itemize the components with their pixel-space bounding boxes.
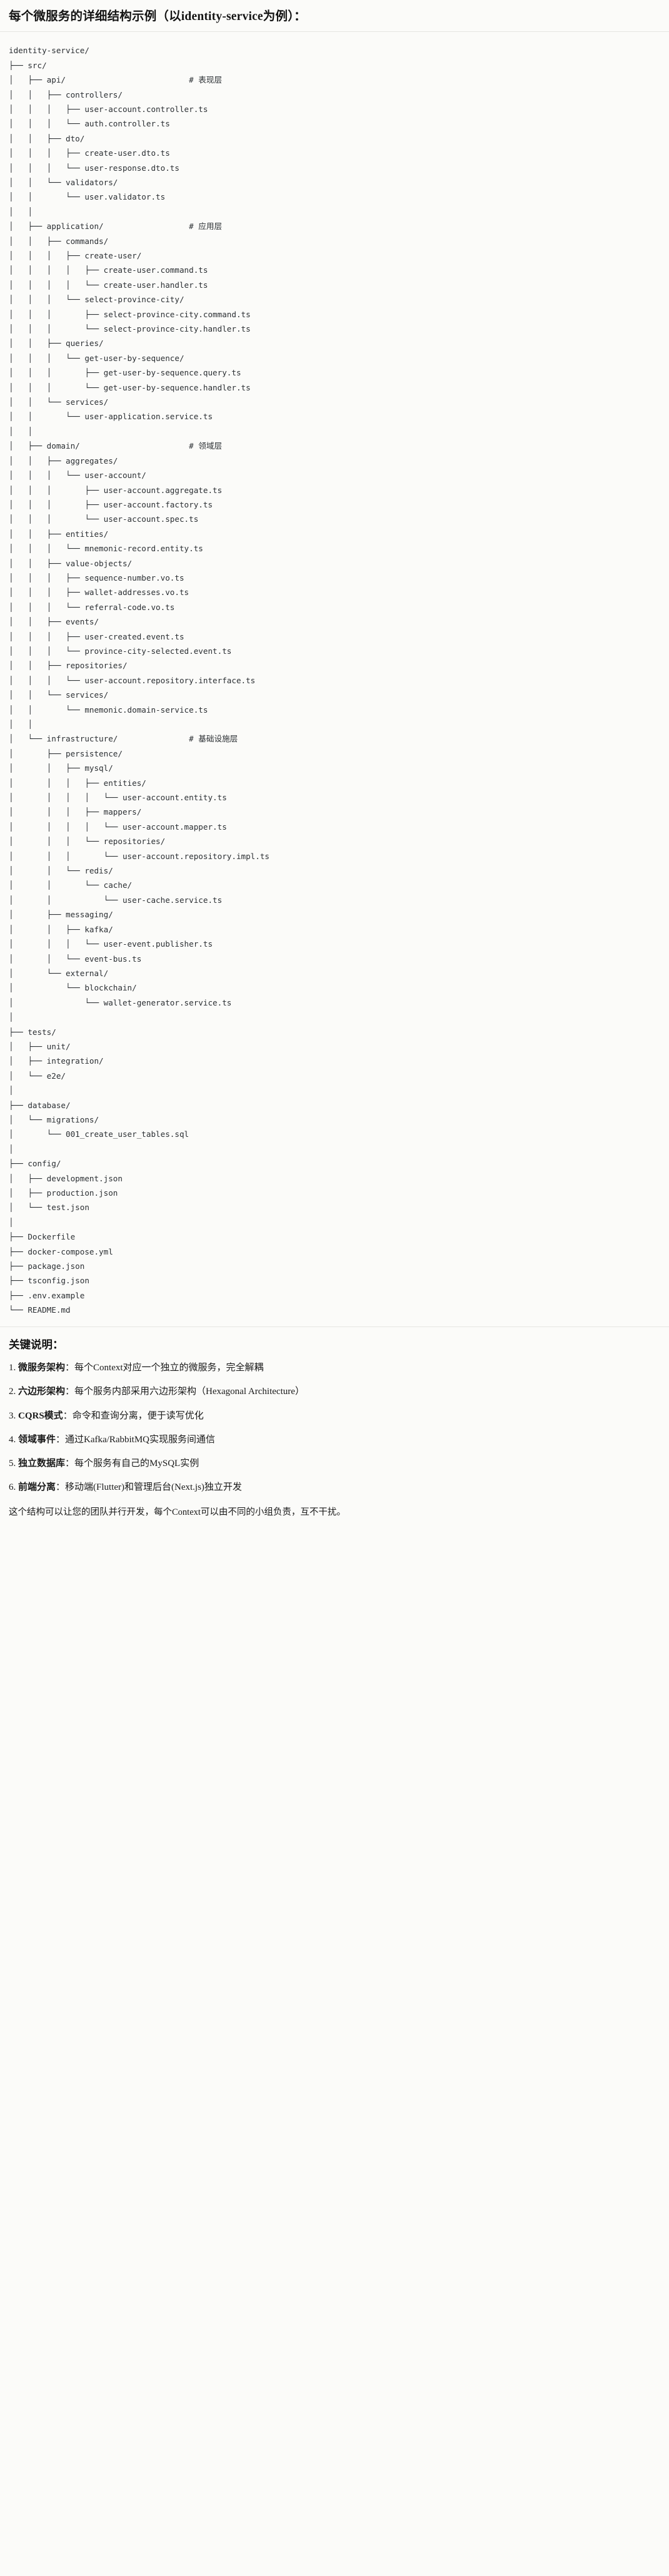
key-notes-section: 关键说明： 微服务架构：每个Context对应一个独立的微服务，完全解耦六边形架…	[0, 1327, 669, 1536]
key-note-body: 命令和查询分离，便于读写优化	[72, 1410, 204, 1421]
key-note-lead: 六边形架构	[18, 1387, 66, 1397]
page-root: 每个微服务的详细结构示例（以identity-service为例）： ident…	[0, 0, 669, 1536]
key-notes-list: 微服务架构：每个Context对应一个独立的微服务，完全解耦六边形架构：每个服务…	[9, 1361, 660, 1495]
key-notes-heading: 关键说明：	[9, 1338, 64, 1351]
page-title: 每个微服务的详细结构示例（以identity-service为例）：	[9, 10, 306, 23]
key-note-separator: ：	[56, 1482, 66, 1493]
key-note-body: 移动端(Flutter)和管理后台(Next.js)独立开发	[65, 1482, 242, 1493]
key-note-lead: 独立数据库	[18, 1459, 66, 1469]
key-note-lead: CQRS模式	[18, 1410, 63, 1421]
key-note-item: 前端分离：移动端(Flutter)和管理后台(Next.js)独立开发	[9, 1480, 660, 1495]
key-note-body: 通过Kafka/RabbitMQ实现服务间通信	[65, 1434, 216, 1445]
key-note-body: 每个服务有自己的MySQL实例	[74, 1459, 199, 1469]
key-note-separator: ：	[65, 1459, 75, 1469]
key-note-separator: ：	[63, 1410, 73, 1421]
key-note-separator: ：	[56, 1434, 66, 1445]
key-note-lead: 领域事件	[18, 1434, 56, 1445]
key-note-body: 每个服务内部采用六边形架构（Hexagonal Architecture）	[74, 1387, 304, 1397]
key-note-separator: ：	[65, 1363, 75, 1373]
key-note-body: 每个Context对应一个独立的微服务，完全解耦	[74, 1363, 264, 1373]
closing-paragraph: 这个结构可以让您的团队并行开发，每个Context可以由不同的小组负责，互不干扰…	[9, 1507, 346, 1517]
key-note-separator: ：	[65, 1387, 75, 1397]
key-note-item: 独立数据库：每个服务有自己的MySQL实例	[9, 1457, 660, 1471]
directory-tree: identity-service/ ├── src/ │ ├── api/ # …	[9, 46, 270, 1315]
key-note-lead: 微服务架构	[18, 1363, 66, 1373]
bottom-spacer	[9, 1525, 660, 1530]
key-note-item: CQRS模式：命令和查询分离，便于读写优化	[9, 1409, 660, 1423]
key-note-item: 六边形架构：每个服务内部采用六边形架构（Hexagonal Architectu…	[9, 1385, 660, 1399]
directory-tree-block: identity-service/ ├── src/ │ ├── api/ # …	[0, 32, 669, 1327]
key-note-item: 领域事件：通过Kafka/RabbitMQ实现服务间通信	[9, 1433, 660, 1447]
key-note-item: 微服务架构：每个Context对应一个独立的微服务，完全解耦	[9, 1361, 660, 1375]
title-section: 每个微服务的详细结构示例（以identity-service为例）：	[0, 0, 669, 33]
key-note-lead: 前端分离	[18, 1482, 56, 1493]
